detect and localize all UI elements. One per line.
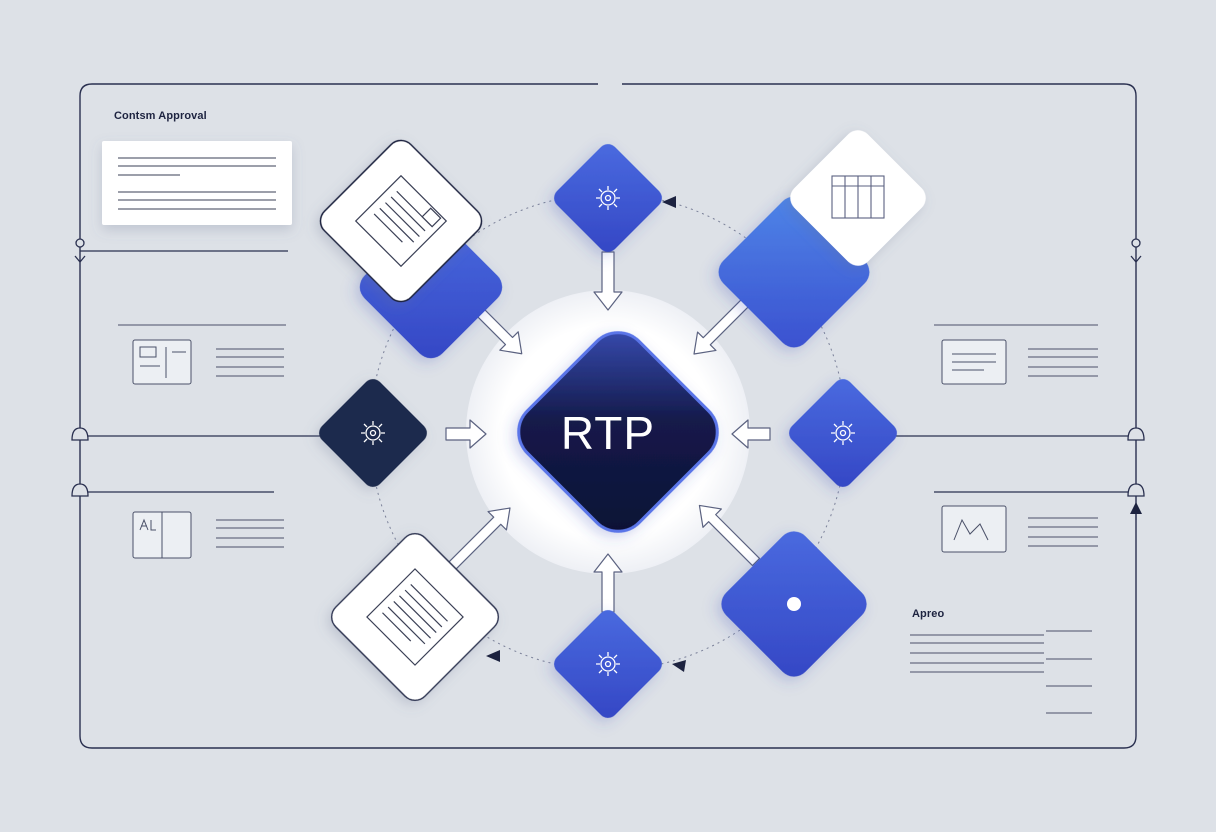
outer-frame <box>79 83 1137 749</box>
node-top[interactable] <box>550 140 666 256</box>
node-left[interactable] <box>315 375 431 491</box>
node-bottom[interactable] <box>550 606 666 722</box>
left-panel-upper <box>118 324 286 385</box>
table-icon <box>831 175 885 219</box>
hub-label: RTP <box>560 407 656 459</box>
dot-icon <box>787 597 801 611</box>
node-right[interactable] <box>785 375 901 491</box>
approval-notes <box>910 630 1092 714</box>
document-icon <box>354 174 448 268</box>
rail-connector-icons <box>71 238 1145 497</box>
orbit-arrows <box>486 196 686 672</box>
gear-icon <box>596 652 620 676</box>
gear-icon <box>831 421 855 445</box>
left-panel-lower <box>132 511 284 559</box>
gear-icon <box>361 421 385 445</box>
approval-card[interactable] <box>102 141 292 225</box>
panel-title-approval: Contsm Approval <box>114 110 207 122</box>
node-upper-right-table[interactable] <box>784 124 931 271</box>
side-connectors <box>80 250 1142 520</box>
right-panel-upper <box>934 324 1098 385</box>
hub-arrows <box>445 251 771 613</box>
chart-card-icon <box>941 505 1007 553</box>
node-upper-left-document[interactable] <box>315 135 488 308</box>
node-lower-right[interactable] <box>715 525 873 683</box>
layout-icon <box>132 339 192 385</box>
document-icon <box>366 568 464 666</box>
right-panel-lower <box>941 505 1098 553</box>
gear-icon <box>596 186 620 210</box>
panel-title-apreo: Apreo <box>912 608 945 620</box>
node-lower-left-document[interactable] <box>326 528 504 706</box>
hub-node[interactable] <box>506 320 729 543</box>
